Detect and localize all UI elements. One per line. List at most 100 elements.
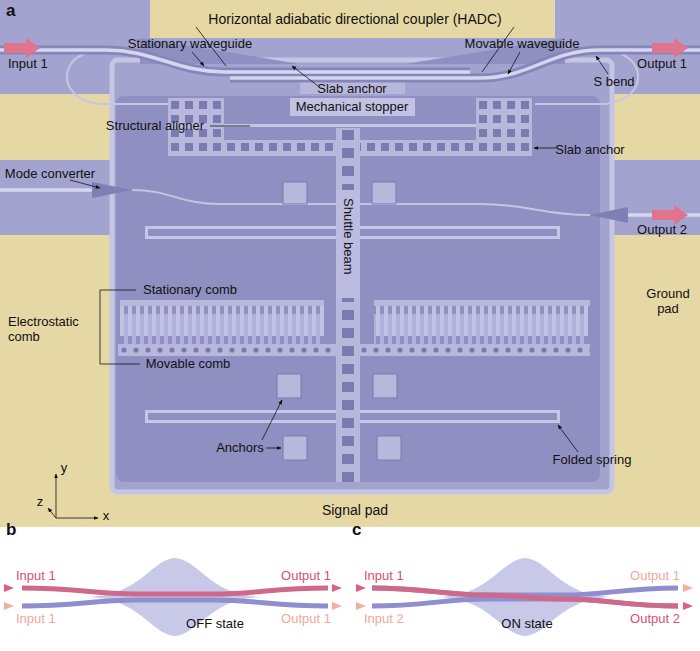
silicon-slab [0,0,700,94]
anchor-block [277,374,301,398]
panel-letter: a [6,1,15,21]
axis-line [48,508,56,518]
panel-letter: c [352,520,361,540]
folded-spring [145,236,336,239]
small-arrow [332,584,342,592]
mechanical-stopper [290,98,415,116]
waveguide-track [132,190,590,215]
small-arrow [683,602,693,610]
small-arrow [4,602,14,610]
part-label: S bend [593,75,634,90]
folded-spring [557,226,560,239]
small-arrow [683,584,693,592]
port-label: Input 1 [16,569,56,584]
part-label: Ground pad [643,287,693,317]
shuttle-beam-body [336,128,360,482]
anchor-block [373,374,397,398]
leader-line [534,148,556,149]
folded-spring [360,410,560,413]
part-label: Movable waveguide [465,37,580,52]
stationary-comb-base [120,300,324,306]
folded-spring [557,410,560,423]
port-label: Output 1 [281,569,331,584]
node-text: Shuttle beam [341,198,355,275]
port-label: Input 1 [364,569,404,584]
aligner-block [476,98,532,140]
stationary-waveguide [0,50,470,72]
axis-line [56,474,57,518]
port-label: Output 2 [630,612,680,627]
part-label: Slab anchor [317,82,386,97]
folded-spring [145,226,148,239]
light-path [372,588,678,606]
part-label: Structural aligner [106,119,204,134]
panel-letter: b [6,520,16,540]
axis-label: z [37,495,44,510]
folded-spring [145,410,148,423]
anchor-block [377,436,401,460]
anchor-block [283,436,307,460]
state-label: ON state [501,617,552,632]
part-label: Signal pad [322,502,388,518]
folded-spring [145,410,336,413]
part-label: Folded spring [553,453,632,468]
mode-converter [590,207,628,223]
part-label: Mechanical stopper [296,100,409,115]
axis-label: x [103,509,110,524]
part-label: Slab anchor [555,143,624,158]
movable-comb [374,314,586,344]
leader-line [558,425,578,452]
port-label: Output 1 [630,569,680,584]
movable-comb [124,314,324,344]
leader-line [508,52,520,74]
leader-line [70,180,100,188]
etched-trench [116,96,600,482]
part-label: Mode converter [5,167,95,182]
waveguide [22,600,328,606]
port-label: Output 2 [637,223,687,238]
port-label: Input 1 [16,612,56,627]
input-arrow [4,38,40,58]
leader-line [596,56,608,74]
light-path [22,588,328,594]
aligner-rail [224,124,476,127]
leader-line [192,52,204,66]
small-arrow [356,584,366,592]
part-label: Stationary comb [143,283,237,298]
leader-line [292,66,318,86]
waveguide-trench [0,50,470,72]
leader-line [210,126,250,127]
shuttle-beam-body [336,190,360,298]
folded-spring [360,226,560,229]
part-label: Anchors [216,441,264,456]
anchor-block [372,182,396,204]
shuttle-beam: Shuttle beam [336,128,360,482]
folded-spring [145,226,336,229]
shuttle-beam-holes [336,128,360,482]
port-label: Output 1 [637,57,687,72]
part-label: Movable comb [146,357,231,372]
part-label: Stationary waveguide [128,37,252,52]
port-label: Input 2 [364,612,404,627]
metal-pad [0,0,700,527]
small-arrow [356,602,366,610]
axis-line [56,518,98,519]
folded-spring [145,420,336,423]
waveguide [0,188,95,192]
state-label: OFF state [186,617,244,632]
small-arrow [4,584,14,592]
leader-line [262,400,282,440]
port-label: Output 1 [281,612,331,627]
small-arrow [332,602,342,610]
part-label: Electrostatic comb [8,315,93,345]
anchor-block [283,182,307,204]
mode-converter [92,182,132,198]
part-label: Horizontal adiabatic directional coupler… [208,11,501,27]
port-label: Input 1 [8,57,48,72]
bracket [100,290,140,364]
stationary-comb-base [374,300,590,306]
coupling-region [85,558,265,636]
aligner-holes [476,98,532,140]
